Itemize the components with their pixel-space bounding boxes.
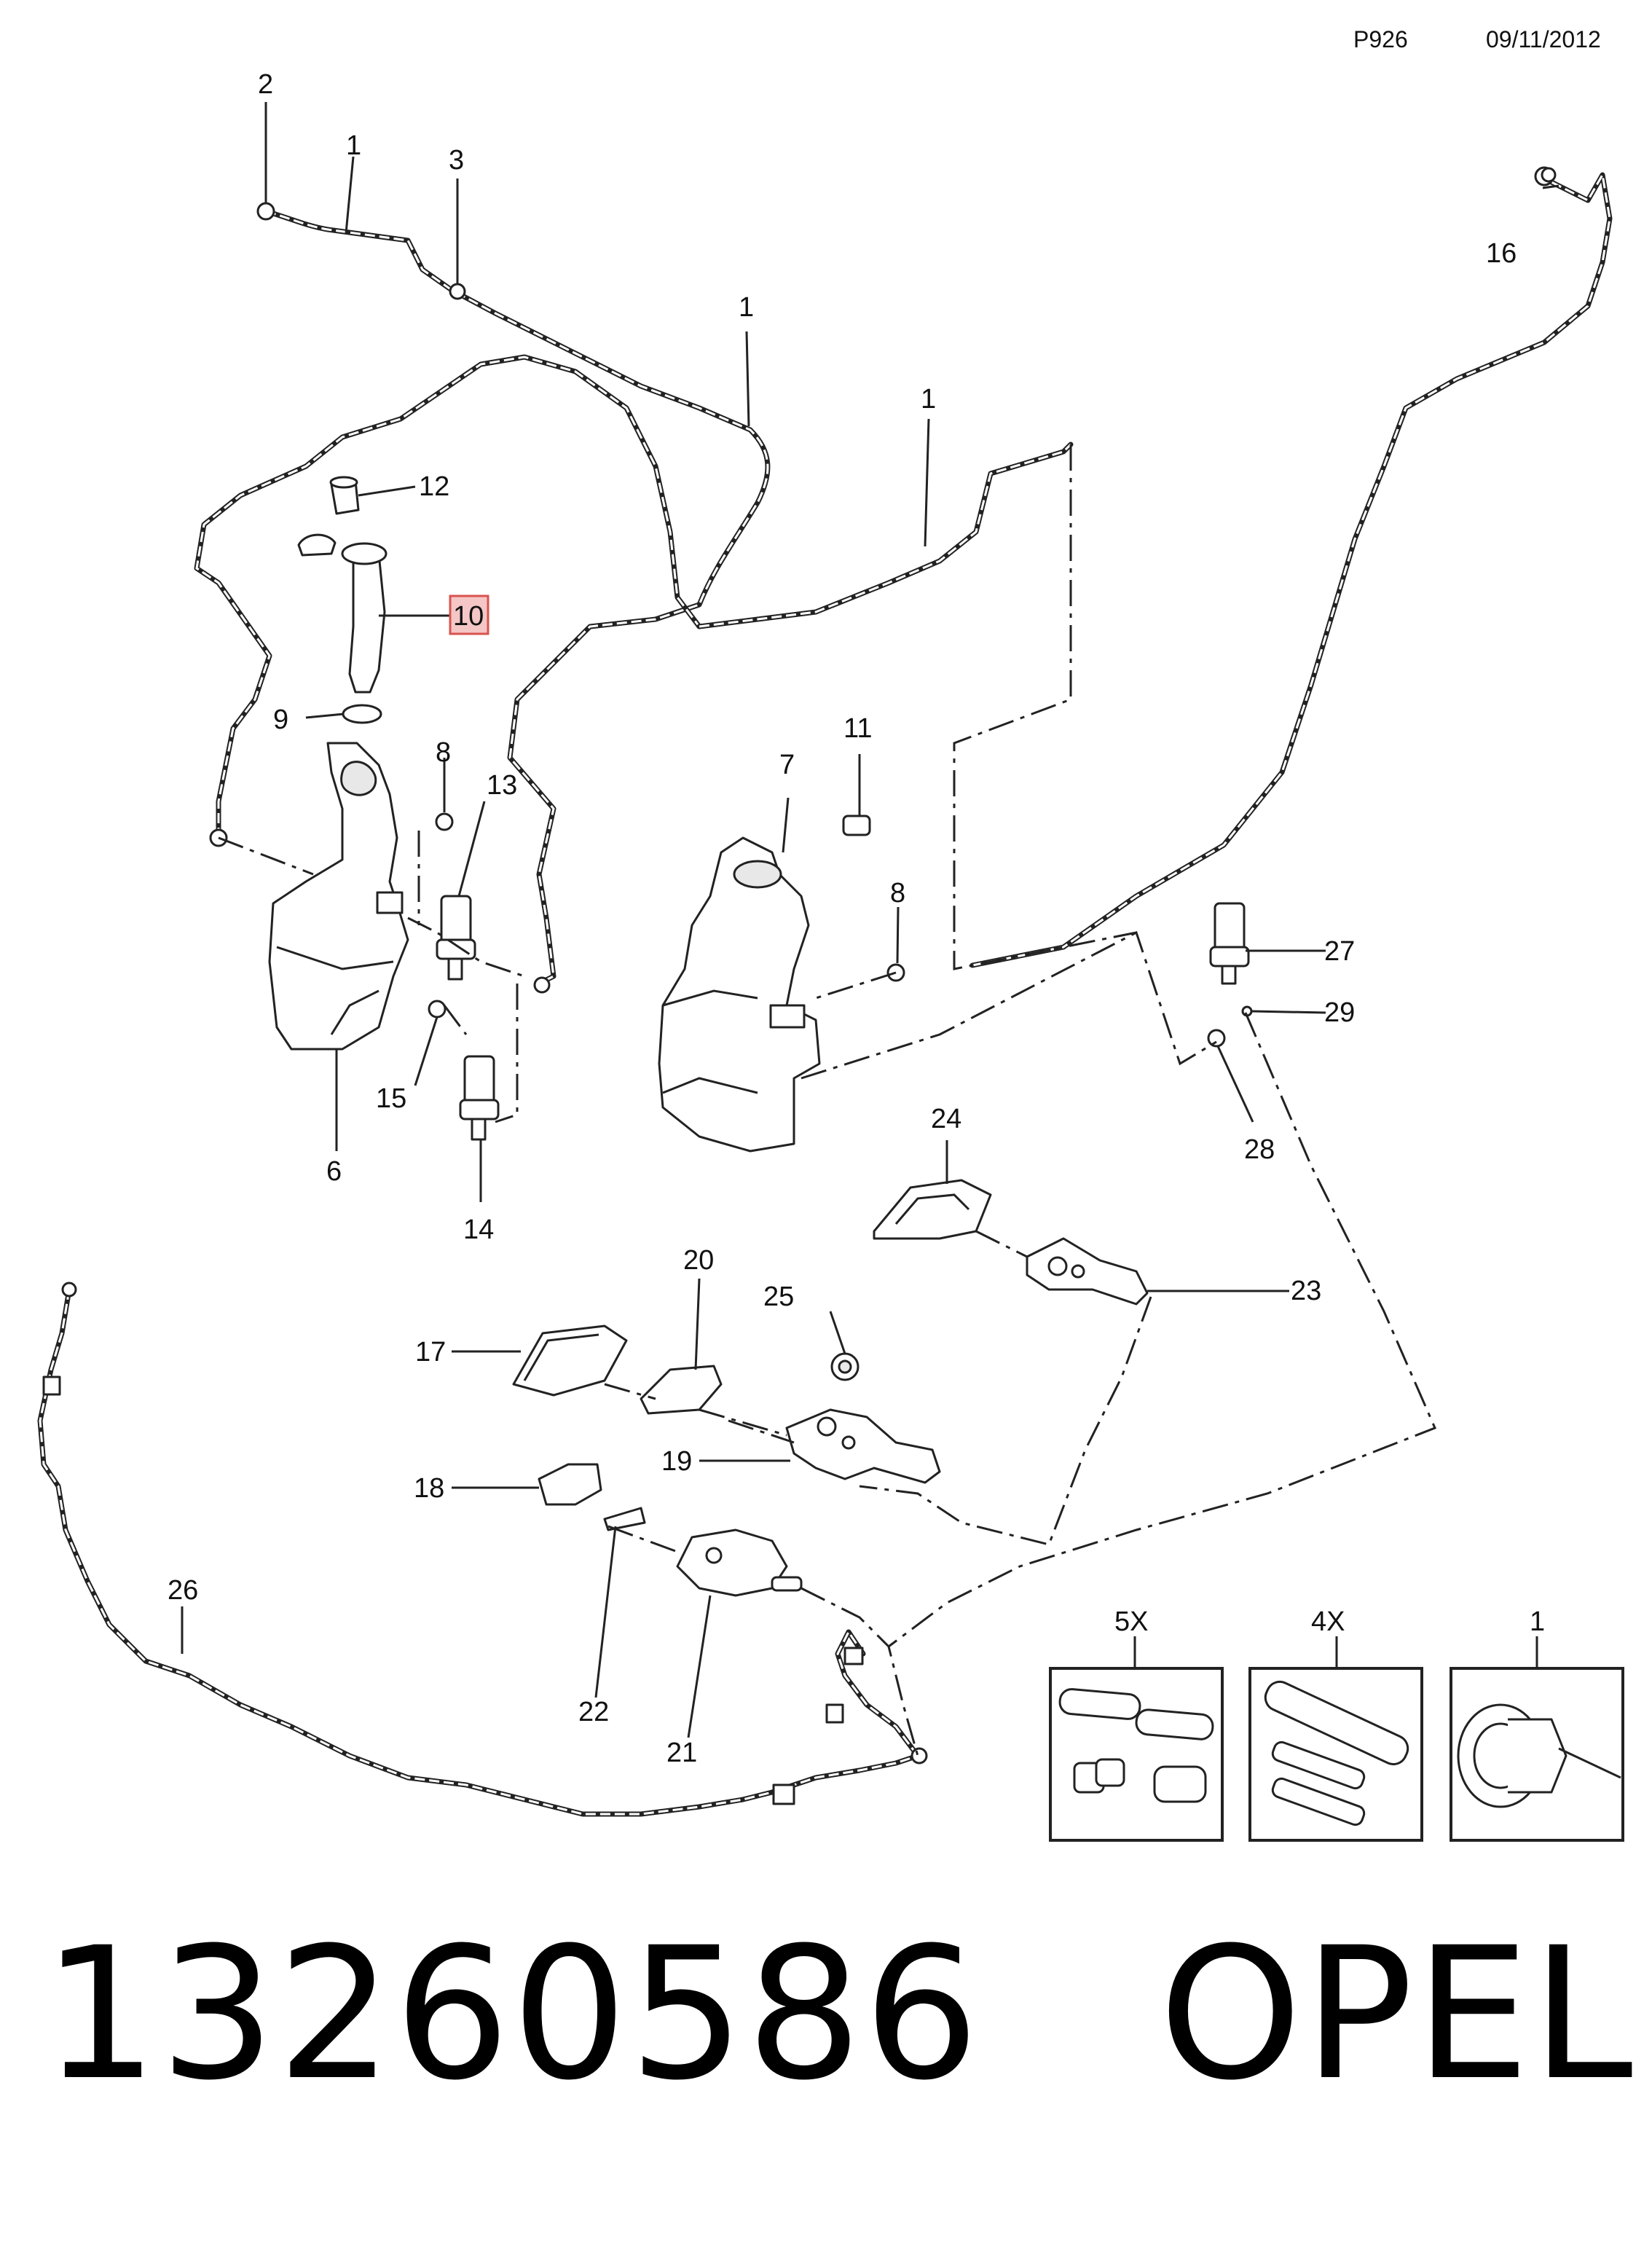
callout-2: 2: [258, 69, 273, 100]
callout-20: 20: [683, 1245, 714, 1276]
callout-8-right: 8: [890, 878, 905, 908]
kit-label-5x: 5X: [1114, 1606, 1148, 1637]
part-number: 13260586: [42, 1908, 981, 2120]
brand-name: OPEL: [1158, 1908, 1635, 2120]
washer-hose-network: [37, 171, 1613, 1817]
callout-labels: 2 1 3 1 1 16 12 10 9 8 13 11 7 8 27 29 1…: [168, 69, 1517, 1768]
header-code: P926: [1353, 26, 1408, 52]
kit-label-4x: 4X: [1311, 1606, 1345, 1637]
callout-18: 18: [414, 1473, 444, 1504]
callout-1-mid: 1: [739, 292, 754, 323]
leader-lines: [181, 102, 1559, 1738]
callout-25: 25: [763, 1282, 794, 1312]
callout-29: 29: [1324, 997, 1355, 1028]
callout-3: 3: [449, 145, 464, 176]
washer-pump-14: [459, 1055, 500, 1141]
washer-pump-27: [1209, 902, 1250, 985]
callout-26: 26: [168, 1575, 198, 1606]
callout-14: 14: [463, 1214, 494, 1245]
callout-1-right: 1: [921, 384, 936, 415]
callout-16: 16: [1486, 238, 1517, 269]
title-spacer: [980, 1908, 1158, 2120]
cover-24: [873, 1179, 992, 1240]
kit-box-5x: 5X: [1049, 1606, 1224, 1842]
kit-box-4x: 4X: [1248, 1606, 1423, 1842]
grommets: [428, 167, 1557, 1381]
callout-21: 21: [666, 1738, 697, 1768]
callout-12: 12: [419, 471, 449, 502]
callout-9: 9: [273, 705, 288, 735]
relation-lines: [218, 444, 1436, 1757]
callout-10: 10: [453, 601, 484, 632]
callout-17: 17: [415, 1337, 446, 1367]
callout-10-highlight: [449, 594, 489, 635]
header-date: 09/11/2012: [1486, 26, 1601, 52]
nozzle-23: [1026, 1237, 1149, 1306]
callout-1-top: 1: [346, 130, 361, 161]
callout-6: 6: [326, 1156, 342, 1187]
callout-22: 22: [578, 1697, 609, 1727]
washer-reservoir-6: [268, 742, 409, 1051]
bracket-20: [640, 1365, 723, 1415]
washer-reservoir-7: [658, 836, 821, 1153]
callout-13: 13: [487, 770, 517, 801]
kit-box-1: 1: [1450, 1606, 1624, 1842]
nozzle-21: [676, 1528, 803, 1597]
part-number-title: 13260586 OPEL: [42, 1923, 1635, 2105]
filler-neck-10: [297, 533, 388, 694]
callout-24: 24: [931, 1104, 961, 1134]
callout-15: 15: [376, 1083, 406, 1114]
callout-28: 28: [1244, 1134, 1275, 1165]
nozzle-19: [785, 1408, 941, 1484]
seal-9: [342, 704, 382, 724]
callout-7: 7: [779, 750, 795, 780]
callout-27: 27: [1324, 936, 1355, 967]
washer-pump-13: [436, 895, 476, 981]
clip-22: [603, 1507, 646, 1531]
hose-fittings: [42, 166, 1554, 1805]
callout-19: 19: [661, 1446, 692, 1477]
cover-18: [538, 1463, 602, 1506]
callout-23: 23: [1291, 1276, 1321, 1306]
kit-label-1: 1: [1530, 1606, 1545, 1637]
callout-11: 11: [843, 713, 872, 744]
cover-17: [512, 1324, 628, 1397]
cap-12: [329, 476, 360, 515]
callout-8-left: 8: [436, 737, 451, 768]
